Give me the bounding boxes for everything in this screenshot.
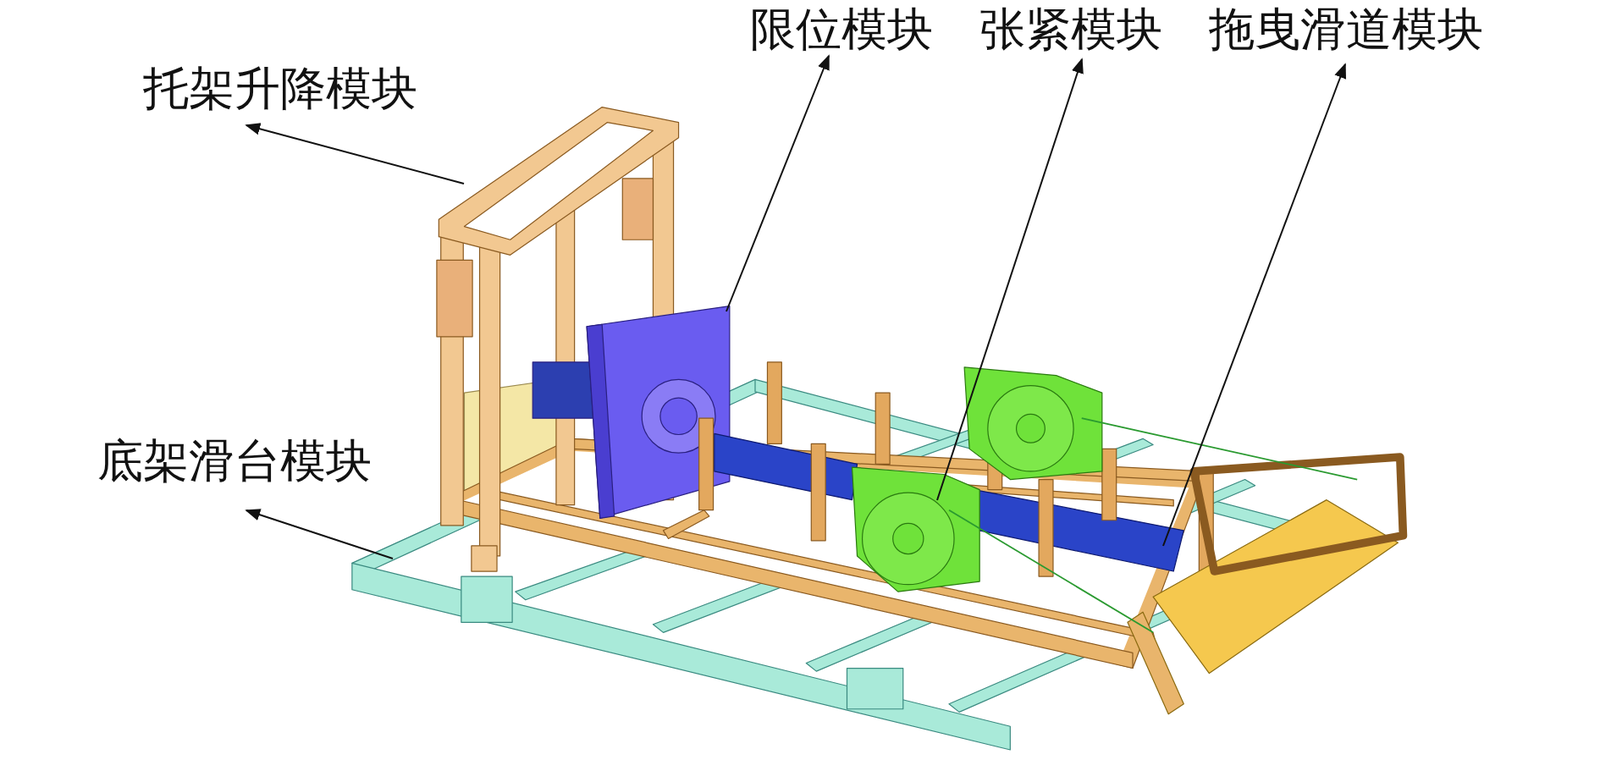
leader-line: [726, 55, 829, 312]
part-label: 托架升降模块: [143, 64, 418, 115]
leader-line: [246, 510, 393, 559]
slide-ramp: [1127, 457, 1403, 715]
part-label: 限位模块: [750, 5, 933, 56]
leader-line: [937, 59, 1082, 501]
part-label: 拖曳滑道模块: [1208, 5, 1484, 56]
part-label: 张紧模块: [979, 5, 1163, 56]
tensioner: [852, 367, 1103, 592]
leader-lines: [246, 55, 1346, 559]
leader-line: [246, 125, 464, 184]
limit-plate: [532, 306, 730, 519]
leader-line: [1163, 64, 1346, 547]
part-label: 底架滑台模块: [97, 436, 372, 487]
